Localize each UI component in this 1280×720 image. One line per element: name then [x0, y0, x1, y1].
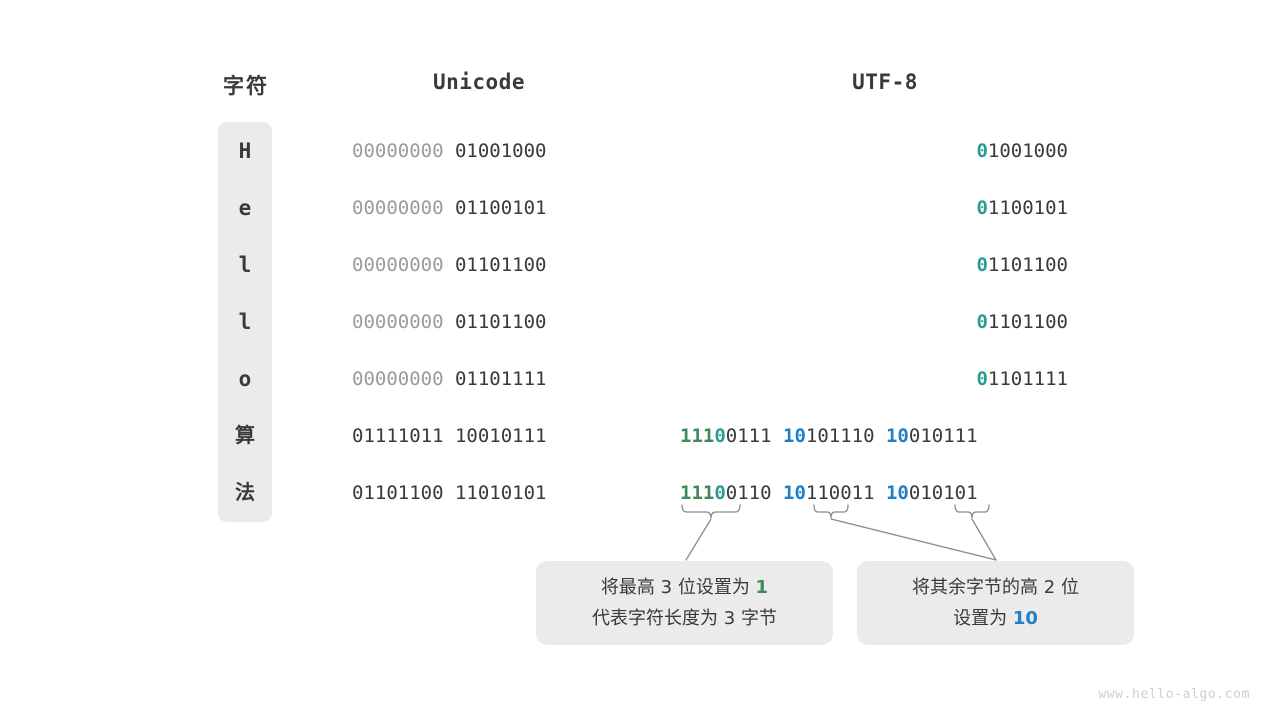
utf8-prefix-bits: 0: [976, 197, 988, 219]
unicode-bits-row: 00000000 01101100: [352, 252, 546, 278]
unicode-high-byte: 00000000: [352, 197, 444, 219]
character-cell: 法: [235, 480, 255, 504]
leader-line-callout-2b: [971, 518, 997, 561]
utf8-bits-row: 01101111: [680, 366, 1068, 392]
utf8-payload-bits: 010101: [908, 482, 978, 504]
utf8-payload-bits: 0110: [725, 482, 772, 504]
unicode-high-byte: 01101100: [352, 482, 444, 504]
utf8-continuation-marker-bits: 10: [885, 482, 909, 504]
brace-leading-byte: [681, 504, 741, 519]
watermark: www.hello-algo.com: [1098, 687, 1250, 702]
utf8-continuation-marker-bits: 10: [885, 425, 909, 447]
utf8-prefix-bits: 0: [976, 140, 988, 162]
unicode-bits-row: 01101100 11010101: [352, 480, 546, 506]
utf8-leading-marker-bits: 111: [680, 425, 715, 447]
unicode-high-byte: 01111011: [352, 425, 444, 447]
utf8-payload-bits: 110011: [805, 482, 875, 504]
unicode-bits-row: 00000000 01100101: [352, 195, 546, 221]
utf8-bits-row: 01101100: [680, 252, 1068, 278]
column-header-unicode: Unicode: [432, 70, 525, 94]
utf8-leading-zero-bit: 0: [714, 482, 726, 504]
utf8-payload-bits: 0111: [725, 425, 772, 447]
unicode-low-byte: 01101100: [454, 254, 547, 276]
unicode-high-byte: 00000000: [352, 311, 444, 333]
utf8-bits-row: 01100101: [680, 195, 1068, 221]
unicode-low-byte: 01101111: [454, 368, 547, 390]
unicode-low-byte: 01100101: [454, 197, 547, 219]
unicode-high-byte: 00000000: [352, 140, 444, 162]
character-cell: H: [238, 139, 252, 163]
utf8-prefix-bits: 0: [976, 311, 988, 333]
utf8-bits-row: 11100110 10110011 10010101: [680, 480, 978, 506]
utf8-payload-bits: 1101100: [987, 254, 1068, 276]
utf8-payload-bits: 010111: [908, 425, 978, 447]
unicode-high-byte: 00000000: [352, 254, 444, 276]
unicode-bits-row: 00000000 01101111: [352, 366, 546, 392]
brace-continuation-byte-1: [813, 504, 849, 519]
utf8-payload-bits: 101110: [805, 425, 875, 447]
character-cell: o: [238, 367, 252, 391]
utf8-leading-marker-bits: 111: [680, 482, 715, 504]
leader-line-callout-1: [685, 518, 712, 561]
utf8-continuation-marker-bits: 10: [783, 482, 806, 504]
character-column-panel: [218, 122, 272, 522]
callout-line: 将最高 3 位设置为 1: [600, 577, 769, 598]
unicode-bits-row: 01111011 10010111: [352, 423, 546, 449]
unicode-low-byte: 01101100: [454, 311, 547, 333]
column-header-utf8: UTF-8: [852, 70, 918, 94]
unicode-low-byte: 01001000: [454, 140, 547, 162]
character-cell: e: [238, 196, 252, 220]
utf8-bits-row: 01001000: [680, 138, 1068, 164]
utf8-prefix-bits: 0: [976, 254, 988, 276]
character-cell: l: [238, 253, 252, 277]
unicode-high-byte: 00000000: [352, 368, 444, 390]
column-header-character: 字符: [223, 74, 269, 98]
unicode-low-byte: 11010101: [454, 482, 547, 504]
character-cell: l: [238, 310, 252, 334]
unicode-low-byte: 10010111: [454, 425, 547, 447]
callout-line: 代表字符长度为 3 字节: [592, 608, 777, 629]
unicode-bits-row: 00000000 01001000: [352, 138, 546, 164]
utf8-payload-bits: 1100101: [987, 197, 1068, 219]
utf8-bits-row: 11100111 10101110 10010111: [680, 423, 978, 449]
character-cell: 算: [235, 423, 255, 447]
utf8-leading-zero-bit: 0: [714, 425, 726, 447]
utf8-continuation-marker-bits: 10: [783, 425, 806, 447]
unicode-bits-row: 00000000 01101100: [352, 309, 546, 335]
utf8-payload-bits: 1101111: [987, 368, 1068, 390]
callout-line: 将其余字节的高 2 位: [912, 577, 1079, 598]
callout-leading-byte: 将最高 3 位设置为 1 代表字符长度为 3 字节: [536, 561, 833, 645]
utf8-bits-row: 01101100: [680, 309, 1068, 335]
leader-line-callout-2a: [830, 518, 997, 561]
utf8-payload-bits: 1101100: [987, 311, 1068, 333]
callout-continuation-bytes: 将其余字节的高 2 位 设置为 10: [857, 561, 1134, 645]
utf8-payload-bits: 1001000: [987, 140, 1068, 162]
callout-line: 设置为 10: [953, 608, 1038, 629]
utf8-prefix-bits: 0: [976, 368, 988, 390]
brace-continuation-byte-2: [954, 504, 990, 519]
